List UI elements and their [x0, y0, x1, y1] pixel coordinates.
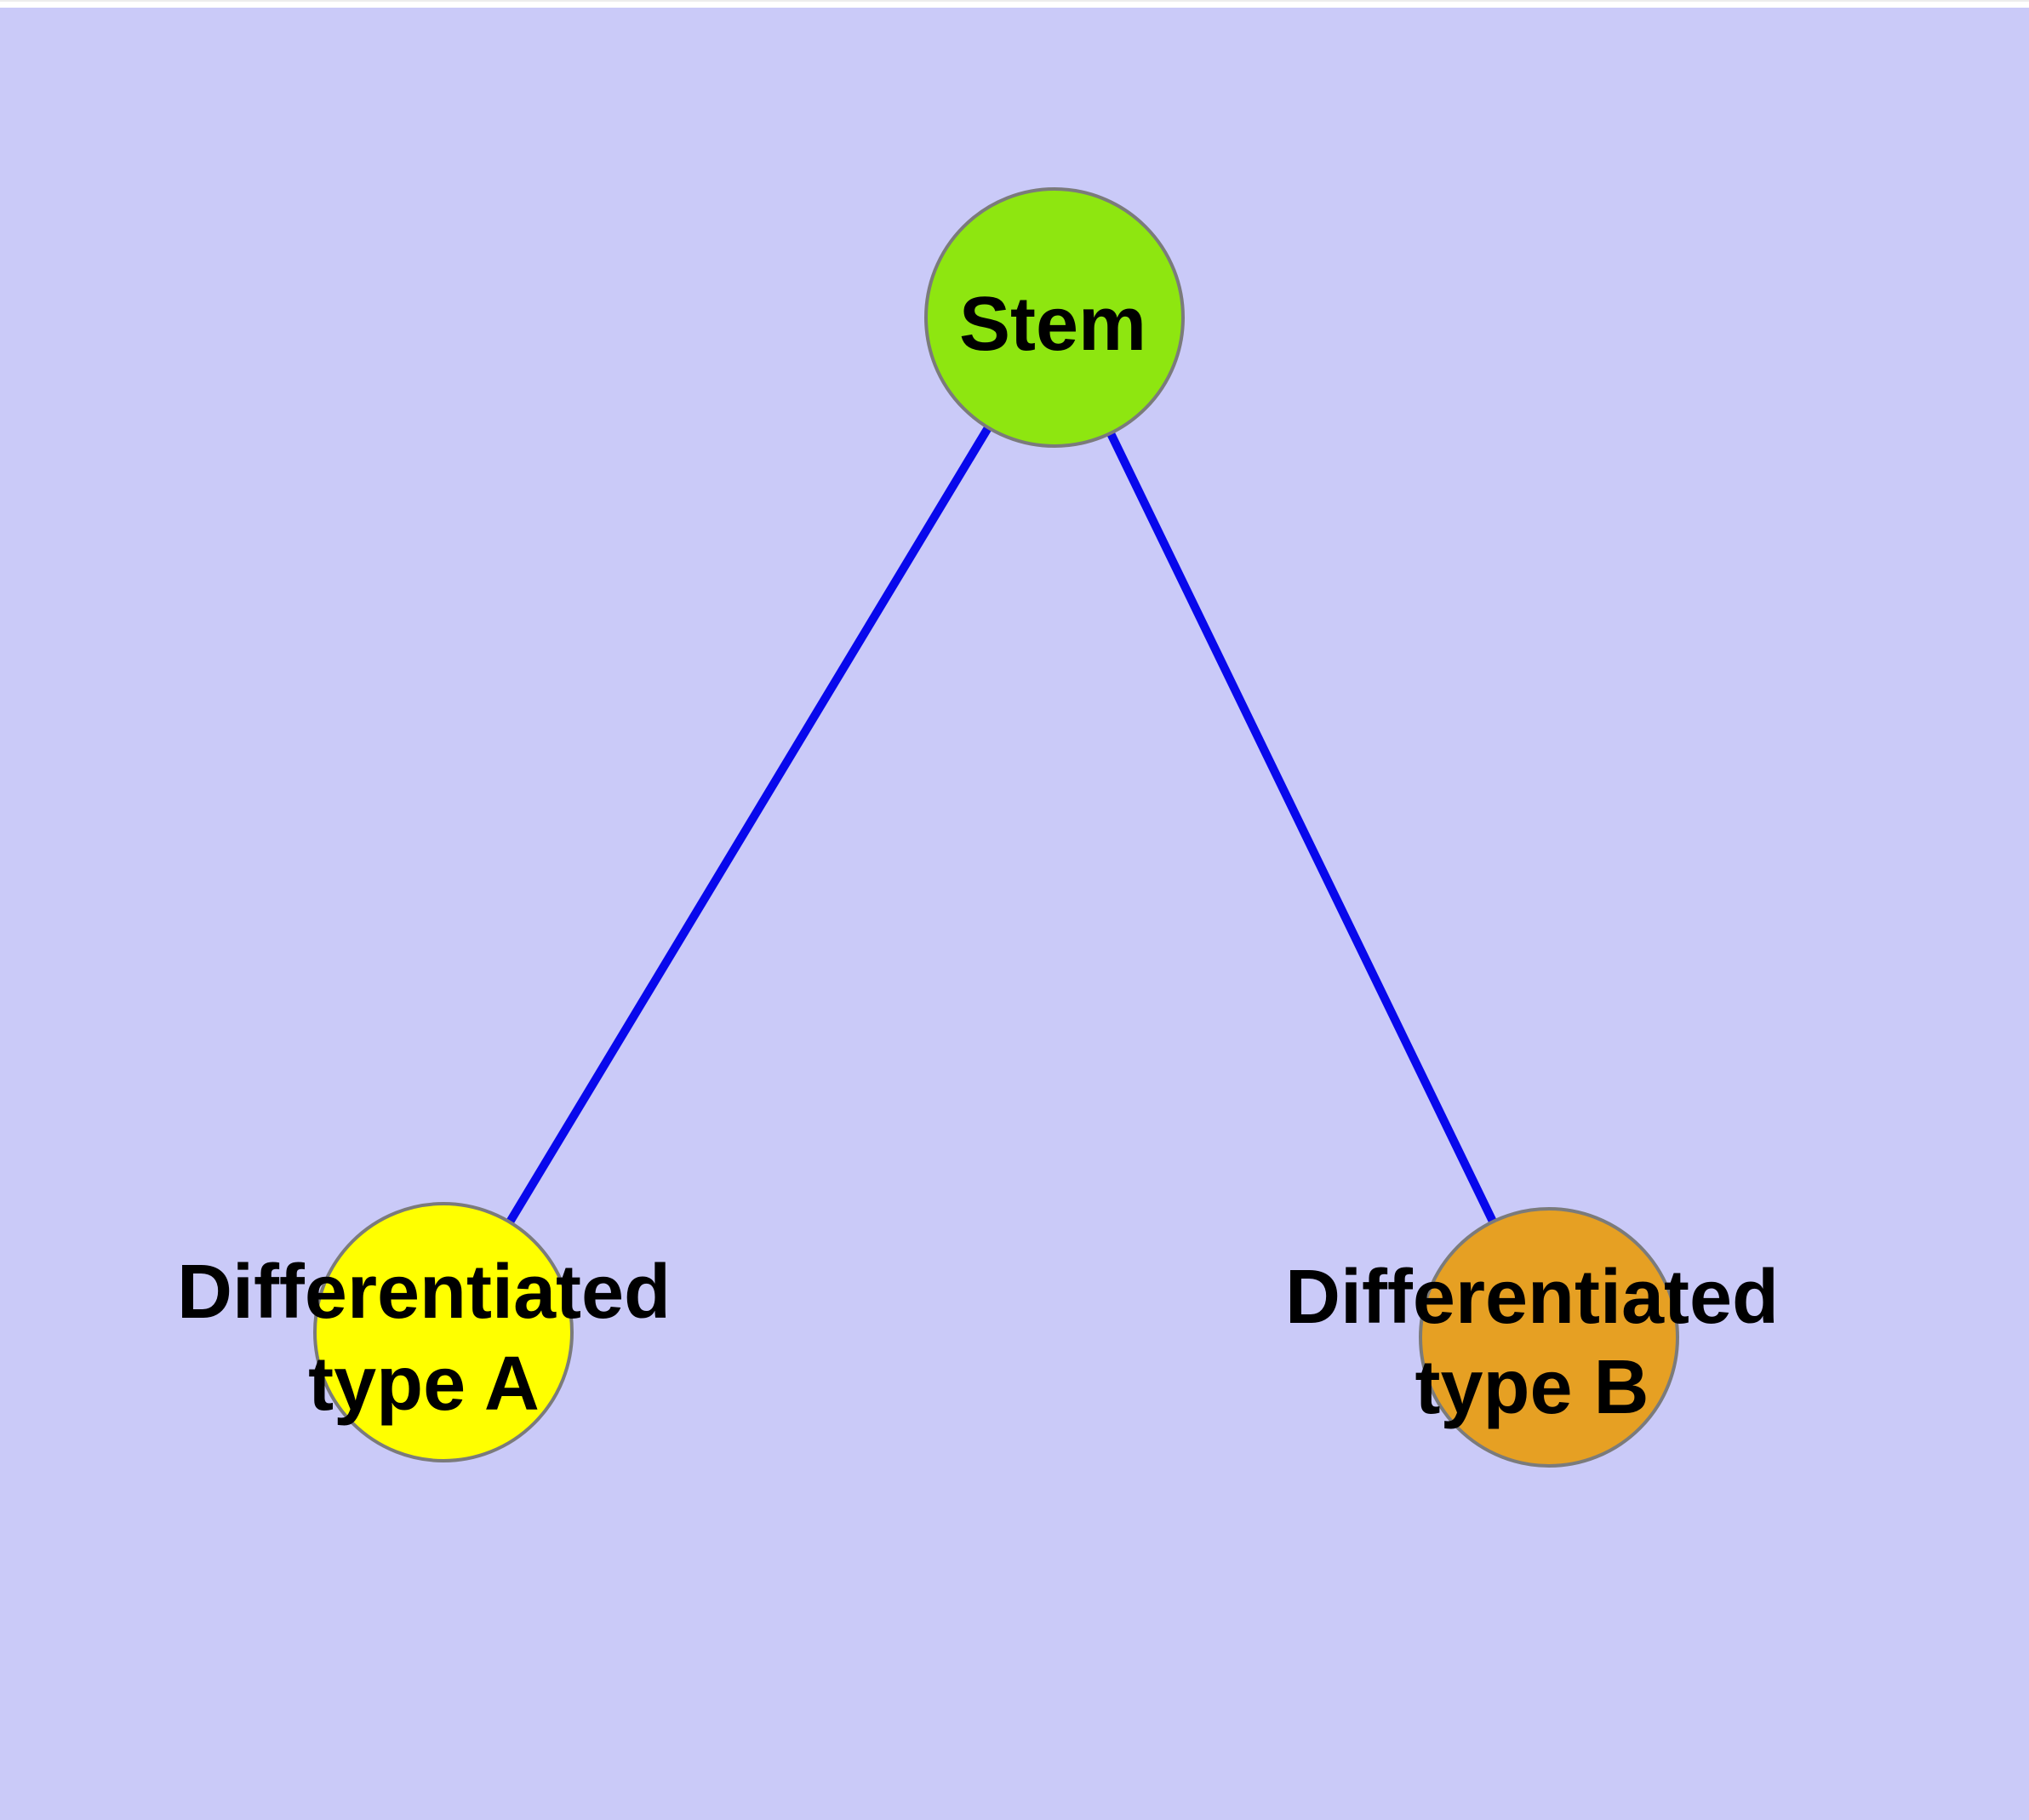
node-type-a: Differentiated type A [177, 1202, 671, 1462]
node-stem: Stem [924, 187, 1185, 448]
node-type-a-label-line1: Differentiated [177, 1250, 671, 1335]
top-strip-line [0, 0, 2029, 2]
edge-stem-to-type-b [1050, 315, 1553, 1340]
edges [439, 315, 1553, 1340]
node-type-b-label-line1: Differentiated [1285, 1255, 1779, 1340]
edge-stem-to-type-a [439, 315, 1059, 1335]
node-type-b: Differentiated type B [1285, 1207, 1779, 1468]
node-type-b-circle [1419, 1207, 1679, 1468]
node-type-a-label-line2: type A [308, 1342, 540, 1427]
node-type-a-circle [313, 1202, 574, 1462]
node-type-b-label-line2: type B [1415, 1345, 1649, 1430]
node-stem-label: Stem [959, 282, 1146, 367]
node-stem-circle [924, 187, 1185, 448]
